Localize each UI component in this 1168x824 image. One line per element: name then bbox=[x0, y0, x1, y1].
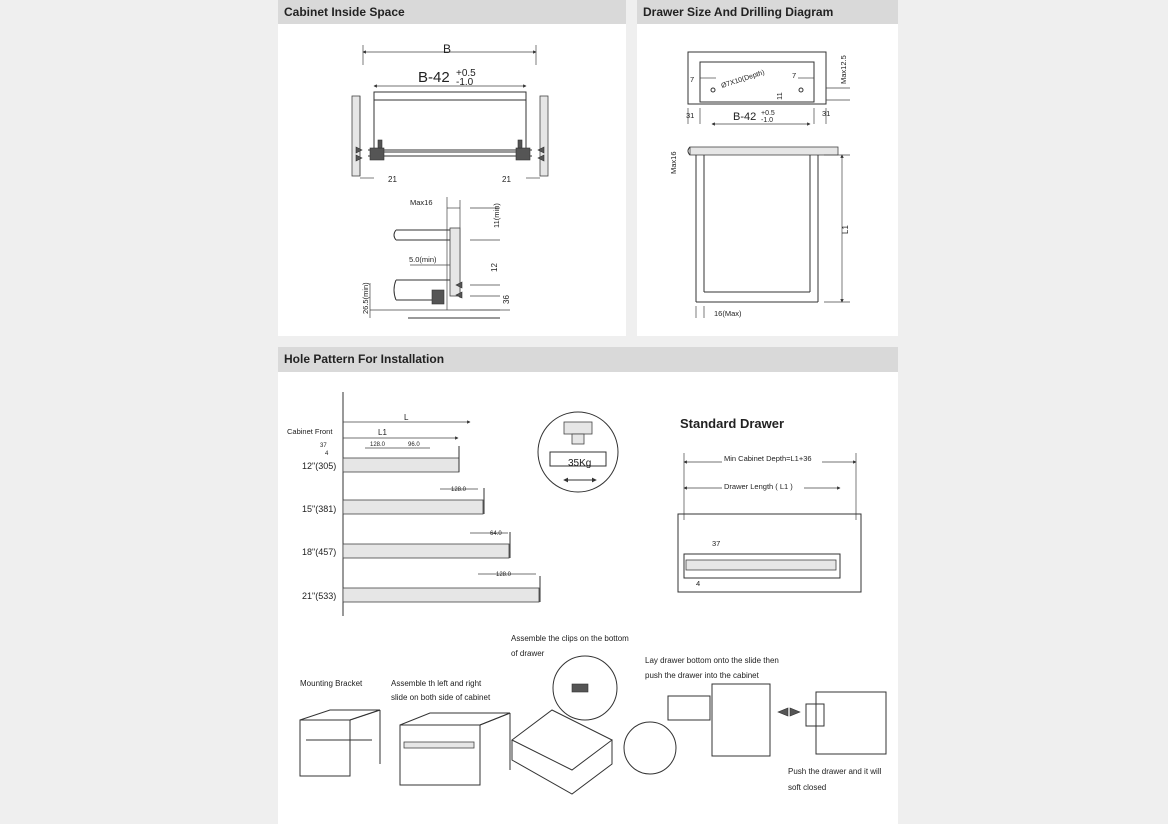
dim-b42-tol-plus: +0.5 bbox=[456, 68, 476, 79]
instr-assemble-clips-1: Assemble the clips on the bottom bbox=[511, 634, 629, 643]
dim-36: 36 bbox=[502, 295, 511, 304]
standard-drawer-title: Standard Drawer bbox=[680, 416, 784, 431]
dim-128-b: 128.0 bbox=[451, 487, 467, 493]
dim-4: 4 bbox=[325, 451, 329, 457]
instr-assemble-slides-1: Assemble th left and right bbox=[391, 679, 482, 688]
dim-12: 12 bbox=[490, 263, 499, 272]
dim-96: 96.0 bbox=[408, 442, 420, 448]
dim-b42: B-42 bbox=[418, 69, 450, 86]
drawer-top-view: 7 7 Ø7X10(Depth) Max12.5 11 31 31 B-42 +… bbox=[686, 51, 850, 126]
drawer-side-view: Max16 L1 16(Max) bbox=[669, 146, 850, 318]
dim-16-max: 16(Max) bbox=[714, 309, 742, 318]
load-35kg: 35Kg bbox=[568, 458, 591, 469]
dim-37: 37 bbox=[320, 443, 327, 449]
cabinet-side-detail: Max16 11(min) 5.0(min) 12 36 26.5(min) bbox=[361, 197, 511, 319]
dim-b42-drawer-tol-plus: +0.5 bbox=[761, 110, 775, 117]
dim-7-right: 7 bbox=[792, 71, 796, 80]
dim-31-right: 31 bbox=[822, 109, 830, 118]
standard-drawer-drawing: Standard Drawer Min Cabinet Depth=L1+36 … bbox=[677, 416, 862, 593]
dim-4-std: 4 bbox=[696, 579, 700, 588]
min-cabinet-depth: Min Cabinet Depth=L1+36 bbox=[724, 454, 812, 463]
dim-11: 11 bbox=[775, 92, 784, 100]
dim-11-min: 11(min) bbox=[492, 203, 501, 228]
dim-128-c: 128.0 bbox=[496, 572, 512, 578]
instr-lay-drawer-2: push the drawer into the cabinet bbox=[645, 671, 760, 680]
panel-drawer-size bbox=[637, 0, 898, 336]
hole-pattern-drawing: Cabinet Front L L1 37 4 128.0 96.0 12"(3… bbox=[287, 392, 619, 616]
dim-l: L bbox=[404, 413, 409, 422]
dim-64: 64.0 bbox=[490, 531, 502, 537]
dim-b: B bbox=[443, 42, 451, 56]
instr-mounting-bracket: Mounting Bracket bbox=[300, 679, 363, 688]
dim-b42-tol-minus: -1.0 bbox=[456, 77, 474, 88]
dim-b42-drawer: B-42 bbox=[733, 111, 756, 123]
dim-max16-drawer: Max16 bbox=[669, 151, 678, 174]
dim-right-21: 21 bbox=[502, 175, 511, 184]
dim-128: 128.0 bbox=[370, 442, 386, 448]
instr-assemble-clips-2: of drawer bbox=[511, 649, 545, 658]
section-header-hole-pattern: Hole Pattern For Installation bbox=[278, 347, 898, 372]
instr-lay-drawer-1: Lay drawer bottom onto the slide then bbox=[645, 656, 779, 665]
hole-note: Ø7X10(Depth) bbox=[720, 69, 765, 90]
assembly-illustrations bbox=[299, 655, 887, 795]
dim-max12-5: Max12.5 bbox=[839, 55, 848, 84]
dim-left-21: 21 bbox=[388, 175, 397, 184]
size-15: 15"(381) bbox=[302, 504, 336, 514]
size-18: 18"(457) bbox=[302, 547, 336, 557]
dim-l1-hole: L1 bbox=[378, 428, 387, 437]
dim-31-left: 31 bbox=[686, 111, 694, 120]
drawer-length: Drawer Length ( L1 ) bbox=[724, 482, 793, 491]
size-12: 12"(305) bbox=[302, 461, 336, 471]
dim-5-min: 5.0(min) bbox=[409, 255, 437, 264]
dim-max16: Max16 bbox=[410, 198, 433, 207]
instr-push-closed-1: Push the drawer and it will bbox=[788, 767, 882, 776]
cabinet-front-label: Cabinet Front bbox=[287, 427, 333, 436]
dim-26-5-min: 26.5(min) bbox=[361, 282, 370, 314]
cabinet-top-view: B B-42 +0.5 -1.0 21 21 bbox=[351, 42, 549, 184]
dim-37-std: 37 bbox=[712, 539, 720, 548]
section-header-drawer-size: Drawer Size And Drilling Diagram bbox=[637, 0, 898, 24]
dim-7-left: 7 bbox=[690, 75, 694, 84]
instr-assemble-slides-2: slide on both side of cabinet bbox=[391, 693, 491, 702]
size-21: 21"(533) bbox=[302, 591, 336, 601]
instr-push-closed-2: soft closed bbox=[788, 783, 826, 792]
dim-l1: L1 bbox=[841, 225, 850, 234]
section-header-cabinet-inside-space: Cabinet Inside Space bbox=[278, 0, 626, 24]
dim-b42-drawer-tol-minus: -1.0 bbox=[761, 117, 773, 124]
